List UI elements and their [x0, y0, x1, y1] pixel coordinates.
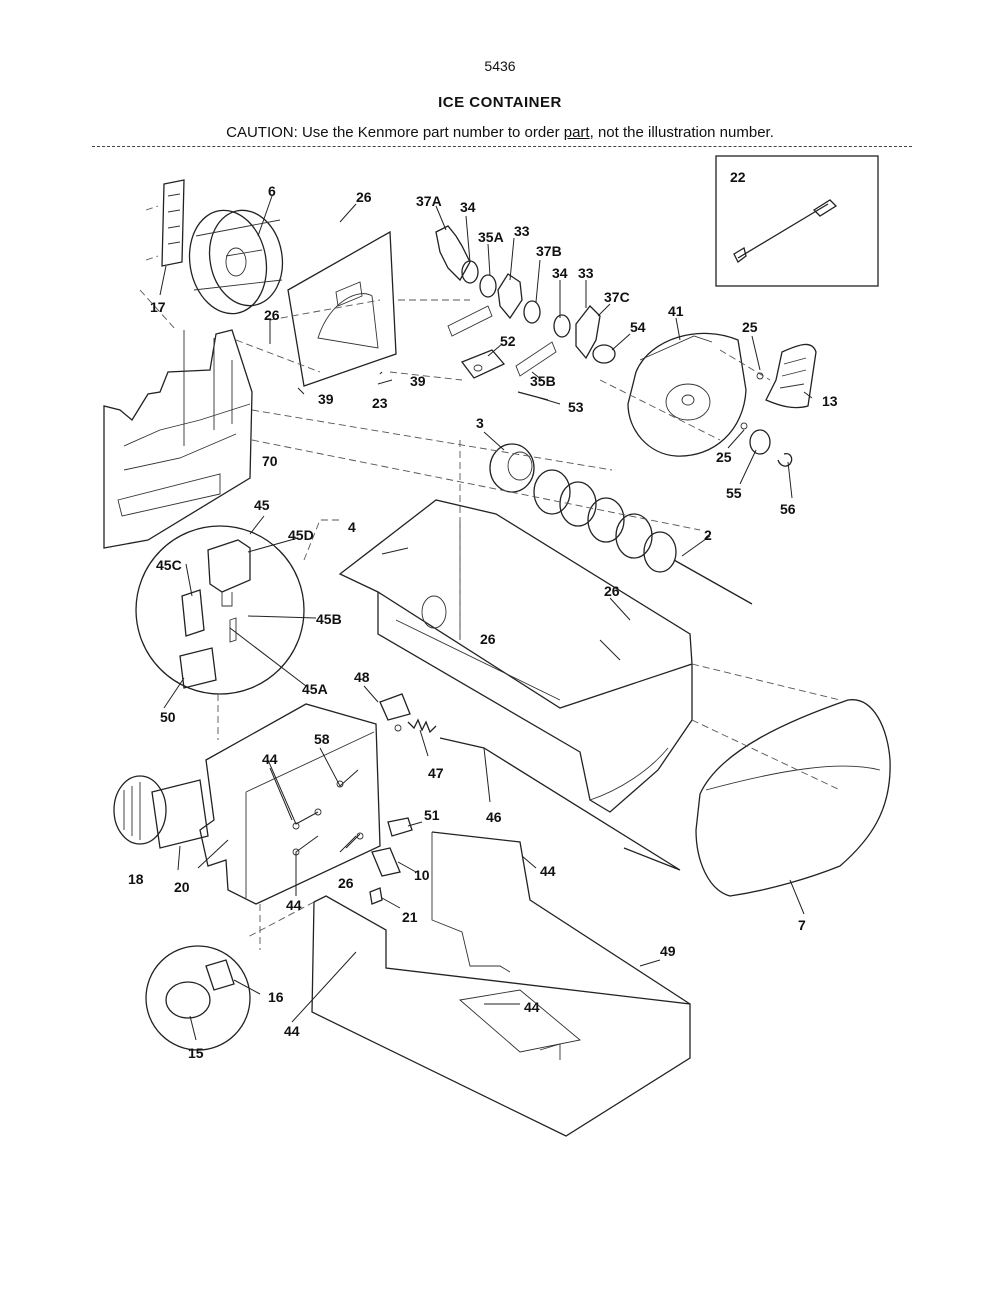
callout-52: 52 — [500, 333, 516, 349]
leader-lines — [159, 195, 813, 1041]
callout-50: 50 — [160, 709, 176, 725]
part-13-shield — [740, 343, 817, 467]
part-47-spring — [407, 718, 437, 734]
callout-44: 44 — [540, 863, 556, 879]
callout-46: 46 — [486, 809, 502, 825]
callout-45a: 45A — [302, 681, 328, 697]
callout-45b: 45B — [316, 611, 342, 627]
callout-53: 53 — [568, 399, 584, 415]
callout-44: 44 — [524, 999, 540, 1015]
part-23-plate — [287, 230, 397, 387]
callout-25: 25 — [716, 449, 732, 465]
callout-37a: 37A — [416, 193, 442, 209]
callout-45c: 45C — [156, 557, 182, 573]
callout-56: 56 — [780, 501, 796, 517]
callout-13: 13 — [822, 393, 838, 409]
callout-18: 18 — [128, 871, 144, 887]
callout-35b: 35B — [530, 373, 556, 389]
part-21-clip — [369, 887, 383, 905]
callout-26: 26 — [356, 189, 372, 205]
caution-prefix: CAUTION: Use the Kenmore part number to … — [226, 124, 564, 141]
callout-44: 44 — [284, 1023, 300, 1039]
page-number: 5436 — [484, 58, 516, 74]
header-divider — [92, 146, 912, 147]
callout-41: 41 — [668, 303, 684, 319]
callout-26: 26 — [480, 631, 496, 647]
callout-45d: 45D — [288, 527, 314, 543]
callout-17: 17 — [150, 299, 166, 315]
callout-39: 39 — [318, 391, 334, 407]
part-20-bracket — [199, 703, 381, 905]
callout-35a: 35A — [478, 229, 504, 245]
callout-37c: 37C — [604, 289, 630, 305]
callout-3: 3 — [476, 415, 484, 431]
assembly-lines — [217, 299, 841, 950]
part-18-motor — [113, 775, 209, 849]
callout-6: 6 — [268, 183, 276, 199]
callout-labels: 6 26 37A 34 35A 33 37B 34 33 37C 54 41 2… — [128, 169, 838, 1061]
part-48-bracket — [379, 693, 411, 732]
callout-58: 58 — [314, 731, 330, 747]
callout-21: 21 — [402, 909, 418, 925]
callout-44: 44 — [286, 897, 302, 913]
part-4-ice-bucket — [338, 499, 693, 813]
part-45-detail — [135, 525, 305, 695]
caution-suffix: , not the illustration number. — [589, 124, 774, 141]
callout-54: 54 — [630, 319, 646, 335]
part-15-16-lamp-detail — [145, 945, 251, 1051]
callout-37b: 37B — [536, 243, 562, 259]
callout-20: 20 — [174, 879, 190, 895]
callout-39: 39 — [410, 373, 426, 389]
part-51-cam — [387, 817, 413, 837]
part-41-housing — [627, 332, 747, 457]
part-17-filter — [139, 179, 185, 331]
callout-10: 10 — [414, 867, 430, 883]
callout-33: 33 — [578, 265, 594, 281]
callout-49: 49 — [660, 943, 676, 959]
caution-note: CAUTION: Use the Kenmore part number to … — [0, 124, 1000, 141]
part-22-inset — [715, 155, 879, 287]
callout-2: 2 — [704, 527, 712, 543]
part-37-gear-stack — [435, 225, 616, 377]
callout-26: 26 — [604, 583, 620, 599]
callout-44: 44 — [262, 751, 278, 767]
part-7-door — [695, 699, 891, 897]
callout-23: 23 — [372, 395, 388, 411]
callout-7: 7 — [798, 917, 806, 933]
callout-51: 51 — [424, 807, 440, 823]
callout-48: 48 — [354, 669, 370, 685]
callout-34: 34 — [460, 199, 476, 215]
callout-70: 70 — [262, 453, 278, 469]
callout-26: 26 — [264, 307, 280, 323]
part-2-auger-spring — [533, 469, 753, 605]
page-title: ICE CONTAINER — [438, 94, 562, 111]
part-6-drum — [188, 209, 284, 315]
callout-15: 15 — [188, 1045, 204, 1061]
callout-25: 25 — [742, 319, 758, 335]
callout-33: 33 — [514, 223, 530, 239]
part-46-rod — [439, 737, 681, 871]
callout-26: 26 — [338, 875, 354, 891]
part-49-panel — [311, 831, 691, 1137]
callout-22: 22 — [730, 169, 746, 185]
callout-34: 34 — [552, 265, 568, 281]
callout-4: 4 — [348, 519, 356, 535]
caution-underlined: part — [563, 124, 590, 141]
callout-47: 47 — [428, 765, 444, 781]
callout-16: 16 — [268, 989, 284, 1005]
part-10-actuator — [371, 847, 401, 877]
part-70-housing — [103, 329, 253, 549]
callout-55: 55 — [726, 485, 742, 501]
callout-45: 45 — [254, 497, 270, 513]
